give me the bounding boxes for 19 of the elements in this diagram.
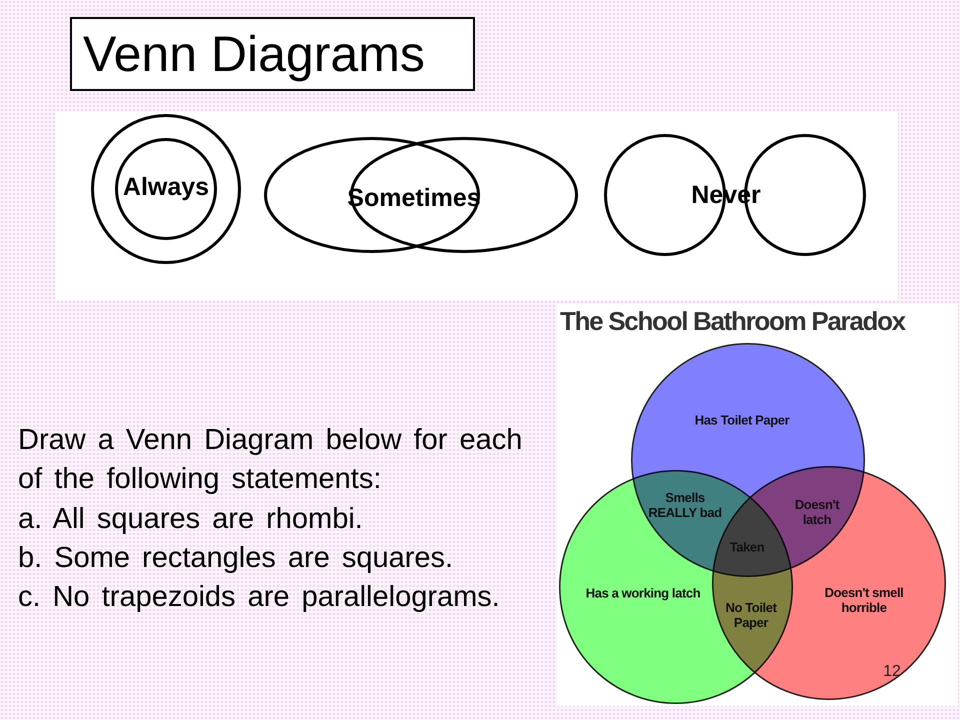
slide-title: Venn Diagrams <box>70 17 475 91</box>
statement-text: c. No trapezoids are parallelograms. <box>18 580 500 615</box>
set-label: Has Toilet Paper <box>694 412 790 428</box>
set-label: Has a working latch <box>586 586 700 600</box>
venn-ellipse <box>264 137 480 253</box>
set-label: Doesn't smell horrible <box>824 585 904 615</box>
instruction-text: Draw a Venn Diagram below for each of the following statements: <box>18 423 524 497</box>
statement-text: a. All squares are rhombi. <box>18 502 363 537</box>
venn-ellipse <box>350 137 578 253</box>
panel-title: The School Bathroom Paradox <box>560 306 905 336</box>
region-label: Doesn't latch <box>794 497 840 527</box>
set-label: Always <box>122 172 210 202</box>
venn-circle <box>91 114 241 264</box>
venn-circle <box>115 138 217 240</box>
region-label: Smells REALLY bad <box>647 490 723 520</box>
region-label: No Toilet Paper <box>724 600 778 630</box>
statement-text: b. Some rectangles are squares. <box>18 541 454 576</box>
venn-panel <box>557 304 958 706</box>
page-number: 12 <box>883 663 901 681</box>
